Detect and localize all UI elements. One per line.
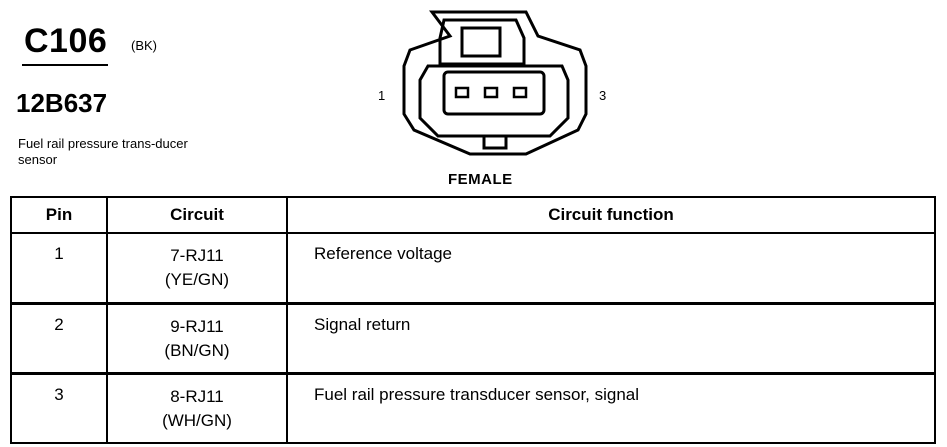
component-description: Fuel rail pressure trans-ducer sensor xyxy=(18,136,188,167)
circuit-cell: 9-RJ11 (BN/GN) xyxy=(106,301,288,374)
circuit-function: Signal return xyxy=(286,301,936,374)
table-row: 3 8-RJ11 (WH/GN) Fuel rail pressure tran… xyxy=(10,371,936,444)
table-row: 2 9-RJ11 (BN/GN) Signal return xyxy=(10,301,936,374)
circuit-cell: 7-RJ11 (YE/GN) xyxy=(106,232,288,304)
connector-gender-label: FEMALE xyxy=(448,171,513,188)
circuit-number: 8-RJ11 xyxy=(170,386,224,406)
circuit-function: Fuel rail pressure transducer sensor, si… xyxy=(286,371,936,444)
connector-color: (BK) xyxy=(131,38,157,53)
pinout-table: Pin Circuit Circuit function 1 7-RJ11 (Y… xyxy=(10,196,936,444)
header-circuit: Circuit xyxy=(106,196,288,234)
circuit-function: Reference voltage xyxy=(286,232,936,304)
wire-color: (WH/GN) xyxy=(162,410,232,430)
wire-color: (BN/GN) xyxy=(164,340,230,360)
pin-number: 3 xyxy=(10,371,108,444)
pin-number: 1 xyxy=(10,232,108,304)
pin-3-callout: 3 xyxy=(599,88,607,103)
pin-number: 2 xyxy=(10,301,108,374)
connector-id: C106 xyxy=(24,22,108,60)
table-row: 1 7-RJ11 (YE/GN) Reference voltage xyxy=(10,232,936,304)
table-header-row: Pin Circuit Circuit function xyxy=(10,196,936,234)
wire-color: (YE/GN) xyxy=(164,270,230,289)
header-pin: Pin xyxy=(10,196,108,234)
connector-id-underline xyxy=(22,64,108,66)
header-circuit-function: Circuit function xyxy=(286,196,936,234)
circuit-number: 7-RJ11 xyxy=(170,246,224,265)
circuit-number: 9-RJ11 xyxy=(170,316,224,336)
part-number: 12B637 xyxy=(16,88,108,118)
pin-1-callout: 1 xyxy=(378,88,386,103)
connector-face-diagram xyxy=(402,10,588,156)
circuit-cell: 8-RJ11 (WH/GN) xyxy=(106,371,288,444)
